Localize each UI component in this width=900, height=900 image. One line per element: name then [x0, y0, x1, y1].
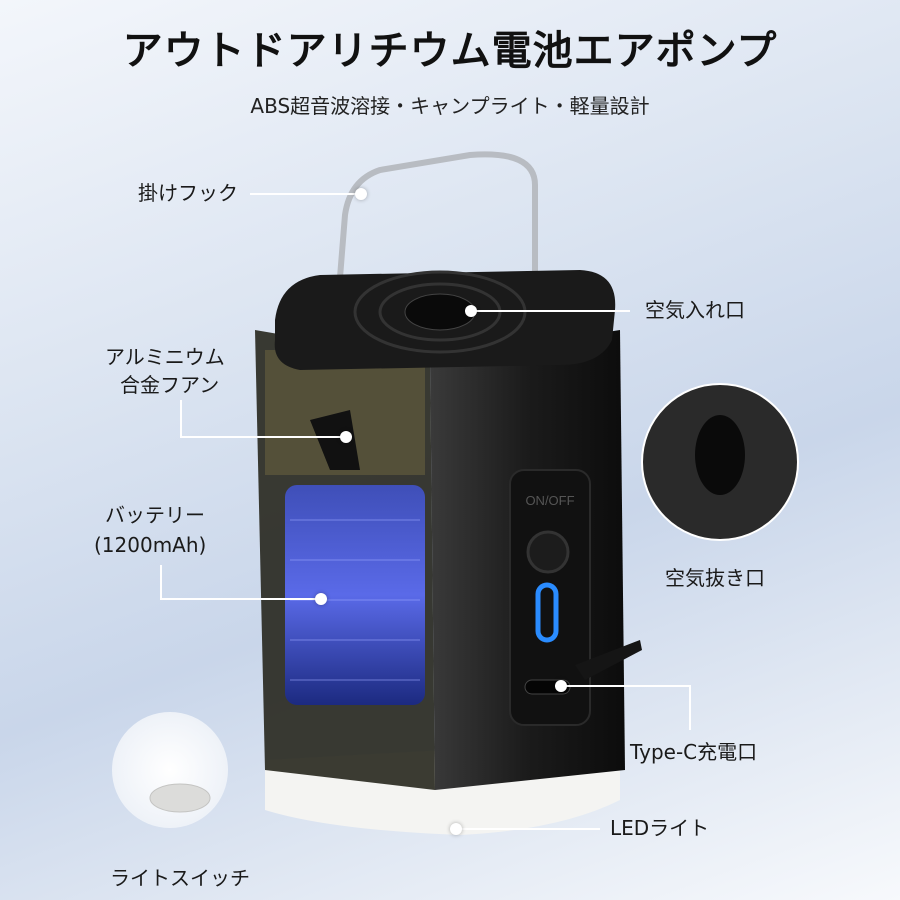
callout-air-inlet: 空気入れ口	[645, 298, 745, 322]
page-subtitle: ABS超音波溶接・キャンプライト・軽量設計	[250, 94, 650, 118]
control-panel	[509, 469, 591, 726]
callout-fan-line1: アルミニウム	[105, 345, 225, 369]
fan-icon	[310, 410, 360, 470]
callout-battery-line2: (1200mAh)	[94, 533, 207, 557]
on-off-label: ON/OFF	[525, 493, 574, 508]
callout-hook: 掛けフック	[138, 181, 238, 205]
callout-light-switch: ライトスイッチ	[110, 866, 250, 890]
battery-cell	[285, 485, 425, 705]
power-button	[526, 530, 570, 574]
page-title: アウトドアリチウム電池エアポンプ	[122, 28, 778, 74]
callout-fan-line2: 合金フアン	[120, 373, 220, 397]
light-switch-button	[149, 783, 211, 813]
hook-handle	[332, 151, 538, 341]
callout-led: LEDライト	[610, 816, 710, 840]
power-indicator	[535, 582, 559, 643]
callout-air-outlet: 空気抜き口	[665, 566, 765, 590]
callout-battery-line1: バッテリー	[105, 503, 205, 527]
callout-typec: Type-C充電口	[630, 740, 758, 764]
port-cover	[575, 640, 642, 680]
